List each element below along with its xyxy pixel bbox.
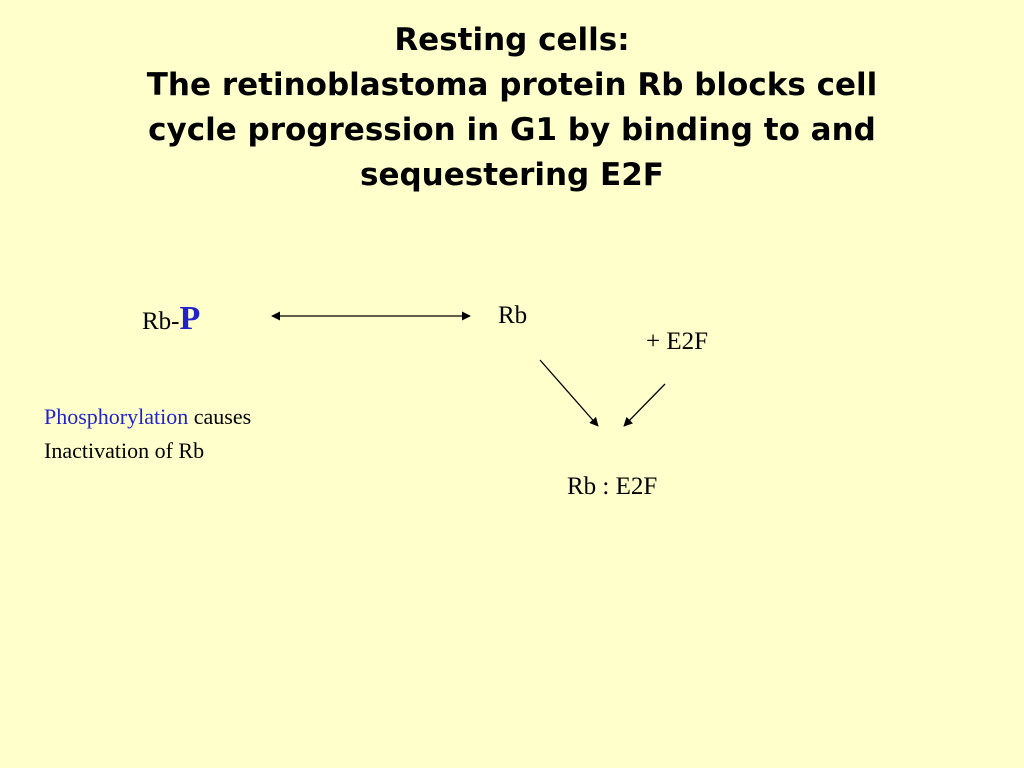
note-line-1: Phosphorylation causes bbox=[44, 400, 251, 434]
rb-to-complex-arrow bbox=[539, 359, 599, 427]
phosphate-p: P bbox=[179, 300, 201, 337]
title-line-3: cycle progression in G1 by binding to an… bbox=[148, 112, 876, 148]
rb-e2f-complex-label: Rb : E2F bbox=[567, 473, 658, 500]
rb-label: Rb bbox=[498, 302, 528, 329]
rb-prefix: Rb- bbox=[142, 308, 180, 335]
plus-e2f-label: + E2F bbox=[646, 328, 709, 355]
phosphorylation-word: Phosphorylation bbox=[44, 404, 189, 429]
title-line-1: Resting cells: bbox=[394, 22, 630, 58]
e2f-to-complex-arrow bbox=[623, 383, 666, 427]
causes-word: causes bbox=[188, 404, 252, 429]
phosphorylated-rb-label: Rb-P bbox=[142, 300, 200, 338]
note-line-2: Inactivation of Rb bbox=[44, 438, 205, 463]
phosphorylation-note: Phosphorylation causes Inactivation of R… bbox=[44, 400, 251, 468]
slide-title: Resting cells: The retinoblastoma protei… bbox=[40, 18, 984, 198]
title-line-4: sequestering E2F bbox=[360, 157, 664, 193]
title-line-2: The retinoblastoma protein Rb blocks cel… bbox=[146, 67, 878, 103]
